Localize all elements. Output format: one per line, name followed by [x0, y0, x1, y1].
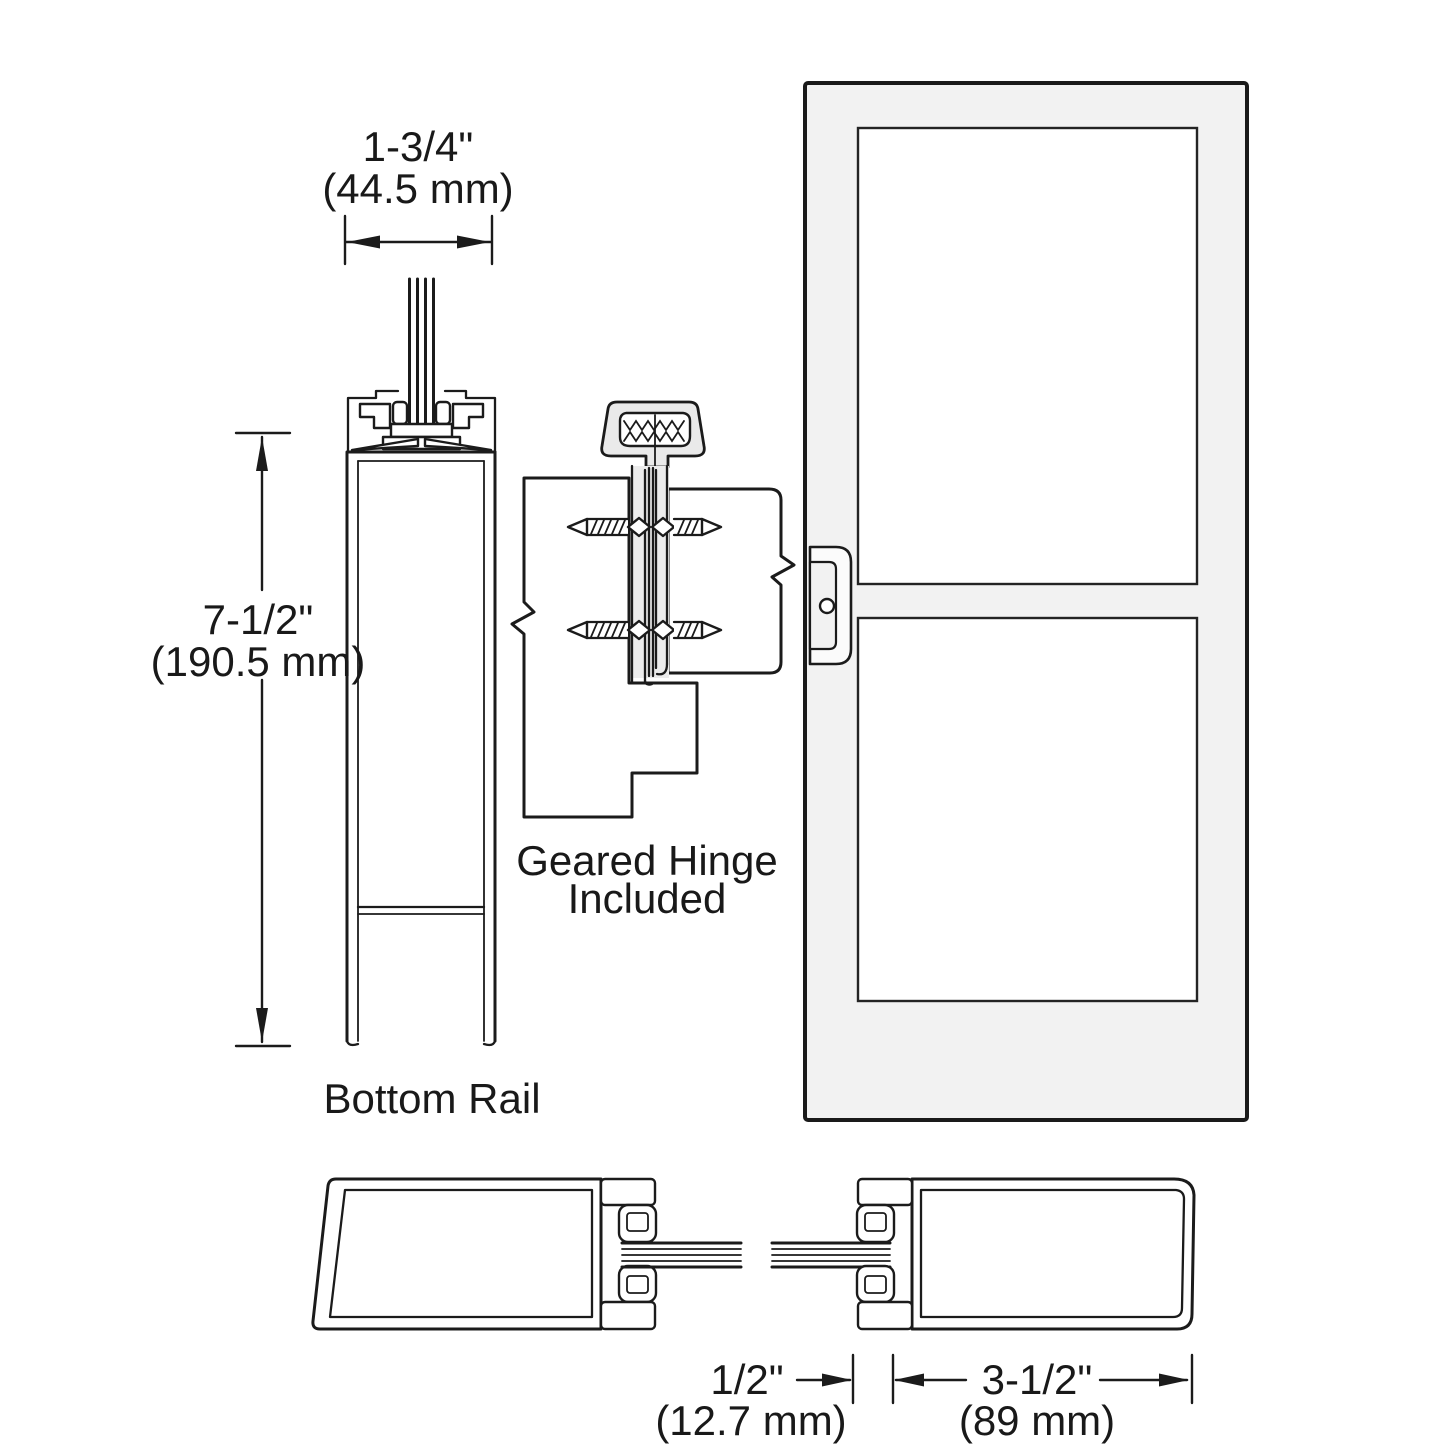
screw-tip [566, 620, 589, 640]
glass-inset-imperial: 1/2" [710, 1356, 783, 1403]
gasket-left [391, 400, 409, 426]
screw-head [626, 516, 652, 538]
stile-width-metric: (89 mm) [959, 1397, 1115, 1444]
gasket-top-insert [626, 1212, 649, 1232]
glass-edge-lines [408, 277, 435, 428]
channel-outer-right [443, 389, 497, 454]
hinge-leaves [630, 464, 669, 686]
glass-inset-dimension: 1/2" (12.7 mm) [655, 1353, 968, 1444]
screw-tip [700, 517, 723, 537]
gasket-bottom-insert [626, 1275, 649, 1294]
rail-width-dimension: 1-3/4" (44.5 mm) [322, 123, 514, 266]
hinge-door-block [666, 487, 796, 675]
gasket-bottom [617, 1264, 658, 1304]
arrowhead-left [894, 1373, 924, 1387]
arrowhead-right [457, 235, 490, 249]
gasket-top [855, 1203, 896, 1244]
glass-inset-metric: (12.7 mm) [655, 1397, 846, 1444]
door-glass-top-lite [856, 126, 1199, 586]
hinge-screws [566, 516, 723, 641]
arrowhead-left [347, 235, 380, 249]
channel-bottom [599, 1300, 657, 1331]
dimension-line [234, 431, 292, 1048]
stile-section-view: 1/2" (12.7 mm) 3-1/2" (89 mm) [311, 1177, 1196, 1444]
gasket-bottom [855, 1264, 896, 1304]
gear-teeth-upper [623, 419, 685, 432]
gasket-right [434, 400, 452, 426]
arrowhead-right [1159, 1373, 1189, 1387]
screw-tip [566, 517, 589, 537]
stile-section-left [311, 1177, 658, 1331]
channel-outer-left [346, 389, 400, 454]
rail-feet [345, 1039, 497, 1047]
channel-top [856, 1177, 914, 1207]
screw-tip [700, 620, 723, 640]
rail-height-metric: (190.5 mm) [151, 638, 366, 685]
gear-teeth-lower [623, 430, 685, 443]
sill-wedge-right [423, 437, 493, 452]
door-pull-handle [808, 545, 853, 666]
arrowhead-right [822, 1373, 852, 1387]
rail-width-imperial: 1-3/4" [363, 123, 474, 170]
hinge-label-line1: Geared Hinge [516, 837, 778, 884]
lock-cylinder [818, 597, 836, 615]
sill-wedge-left [350, 437, 420, 452]
hinge-label-line2: Included [568, 875, 727, 922]
setting-block-upper [389, 422, 454, 439]
dimension-line [795, 1353, 968, 1405]
rail-outer-walls [345, 450, 497, 1043]
rail-width-metric: (44.5 mm) [322, 165, 513, 212]
gasket-clamp-left [358, 402, 392, 430]
door-glass-bottom-lite [856, 616, 1199, 1003]
gasket-top [617, 1203, 658, 1244]
stile-inner [919, 1188, 1186, 1319]
geared-hinge-detail: Geared Hinge Included [510, 400, 796, 922]
stile-inner [328, 1188, 594, 1319]
bottom-rail-section-view: 1-3/4" (44.5 mm) [151, 123, 541, 1122]
stile-outer [910, 1177, 1196, 1331]
leaf-hooks [643, 662, 669, 686]
arrowhead-up [256, 437, 268, 471]
stile-width-imperial: 3-1/2" [982, 1356, 1093, 1403]
rail-height-dimension: 7-1/2" (190.5 mm) [151, 431, 366, 1048]
hinge-jamb-block [510, 476, 699, 819]
rail-height-imperial: 7-1/2" [203, 596, 314, 643]
gasket-clamp-right [451, 402, 485, 430]
rail-profile-body [345, 450, 497, 1047]
arrowhead-down [256, 1008, 268, 1042]
stile-section-right [855, 1177, 1196, 1331]
gasket-top-insert [864, 1212, 887, 1232]
bottom-rail-label: Bottom Rail [323, 1075, 540, 1122]
glass-section-lines [620, 1241, 892, 1269]
screw-head [626, 619, 652, 641]
glazing-channel [346, 389, 497, 462]
channel-bottom [856, 1300, 914, 1331]
channel-top [599, 1177, 657, 1207]
stile-width-dimension: 3-1/2" (89 mm) [959, 1353, 1194, 1444]
stile-outer [311, 1177, 603, 1331]
leaf-lines [630, 464, 669, 684]
gasket-bottom-insert [864, 1275, 887, 1294]
rail-inner-walls [357, 460, 485, 1042]
door-elevation [803, 81, 1249, 1122]
